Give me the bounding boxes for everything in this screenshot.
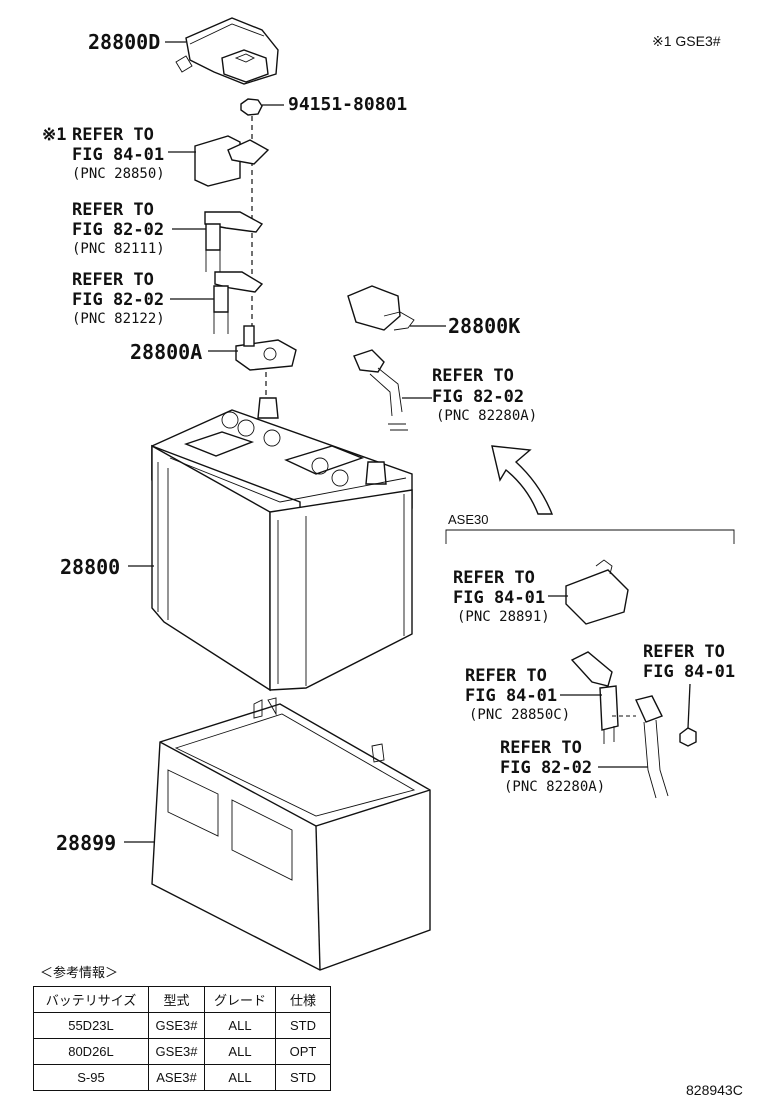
cable-82122 [170, 271, 264, 334]
table-caption: ＜参考情報＞ [40, 965, 119, 980]
ase30-label: ASE30 [448, 512, 489, 527]
ref3-line3: (PNC 82122) [72, 311, 165, 327]
nut-small [679, 683, 697, 747]
cover-28800k [347, 285, 446, 331]
model-note: ※1 GSE3# [652, 33, 721, 49]
fuse-block [168, 135, 270, 187]
cable-82111 [172, 211, 264, 272]
table-header: 仕様 [275, 986, 331, 1013]
table-cell: STD [275, 1064, 331, 1091]
table-cell: GSE3# [148, 1038, 205, 1065]
ref4-line1: REFER TO [432, 366, 514, 386]
ref5-line1: REFER TO [453, 568, 535, 588]
table-row: S-95 ASE3# ALL STD [33, 1064, 331, 1091]
ref4-line2: FIG 82-02 [432, 387, 525, 407]
ref6-line3: (PNC 28850C) [469, 707, 571, 723]
ref3-line1: REFER TO [72, 270, 154, 290]
nut-94151 [240, 98, 284, 116]
table-cell: GSE3# [148, 1012, 205, 1039]
ref4-line3: (PNC 82280A) [436, 408, 538, 424]
table-cell: ALL [204, 1012, 276, 1039]
table-cell: ALL [204, 1038, 276, 1065]
table-cell: 55D23L [33, 1012, 149, 1039]
table-row: 80D26L GSE3# ALL OPT [33, 1038, 331, 1065]
table-cell: ASE3# [148, 1064, 205, 1091]
part-number-28800d: 28800D [88, 30, 161, 54]
battery-tray-28899 [124, 697, 431, 971]
fuse-28850c [560, 651, 619, 744]
table-cell: STD [275, 1012, 331, 1039]
table-cell: 80D26L [33, 1038, 149, 1065]
ref8-line2: FIG 82-02 [500, 758, 593, 778]
battery-28800 [128, 397, 413, 692]
ref3-line2: FIG 82-02 [72, 290, 165, 310]
table-cell: OPT [275, 1038, 331, 1065]
ref2-line2: FIG 82-02 [72, 220, 165, 240]
battery-reference-table: バッテリサイズ 型式 グレード 仕様 55D23L GSE3# ALL STD … [33, 986, 331, 1091]
ref2-line1: REFER TO [72, 200, 154, 220]
part-number-28800a: 28800A [130, 340, 203, 364]
table-header-row: バッテリサイズ 型式 グレード 仕様 [33, 986, 331, 1013]
direction-arrow [491, 445, 554, 515]
ref6-line1: REFER TO [465, 666, 547, 686]
ref5-line3: (PNC 28891) [457, 609, 550, 625]
table-cell: ALL [204, 1064, 276, 1091]
ref7-line1: REFER TO [643, 642, 725, 662]
ref1-line3: (PNC 28850) [72, 166, 165, 182]
ref8-line1: REFER TO [500, 738, 582, 758]
part-number-94151: 94151-80801 [288, 94, 408, 115]
terminal-cover-28800d [165, 17, 279, 85]
ref6-line2: FIG 84-01 [465, 686, 558, 706]
ref8-line3: (PNC 82280A) [504, 779, 606, 795]
part-number-28800: 28800 [60, 555, 121, 579]
ref1-line1: REFER TO [72, 125, 154, 145]
ref1-line2: FIG 84-01 [72, 145, 165, 165]
terminal-28800a [208, 325, 297, 371]
table-header: グレード [204, 986, 276, 1013]
fuse-28891 [548, 559, 629, 625]
part-number-28800k: 28800K [448, 314, 521, 338]
ref5-line2: FIG 84-01 [453, 588, 546, 608]
ref7-line2: FIG 84-01 [643, 662, 736, 682]
table-header: 型式 [148, 986, 205, 1013]
figure-code: 828943C [686, 1082, 743, 1098]
part-number-28899: 28899 [56, 831, 117, 855]
cable-82280a-upper [353, 349, 432, 431]
ase30-bracket [445, 529, 735, 544]
table-header: バッテリサイズ [33, 986, 149, 1013]
table-row: 55D23L GSE3# ALL STD [33, 1012, 331, 1039]
ref-mark-1: ※1 [42, 125, 67, 145]
cable-82280a-lower [598, 695, 669, 799]
ref2-line3: (PNC 82111) [72, 241, 165, 257]
table-cell: S-95 [33, 1064, 149, 1091]
